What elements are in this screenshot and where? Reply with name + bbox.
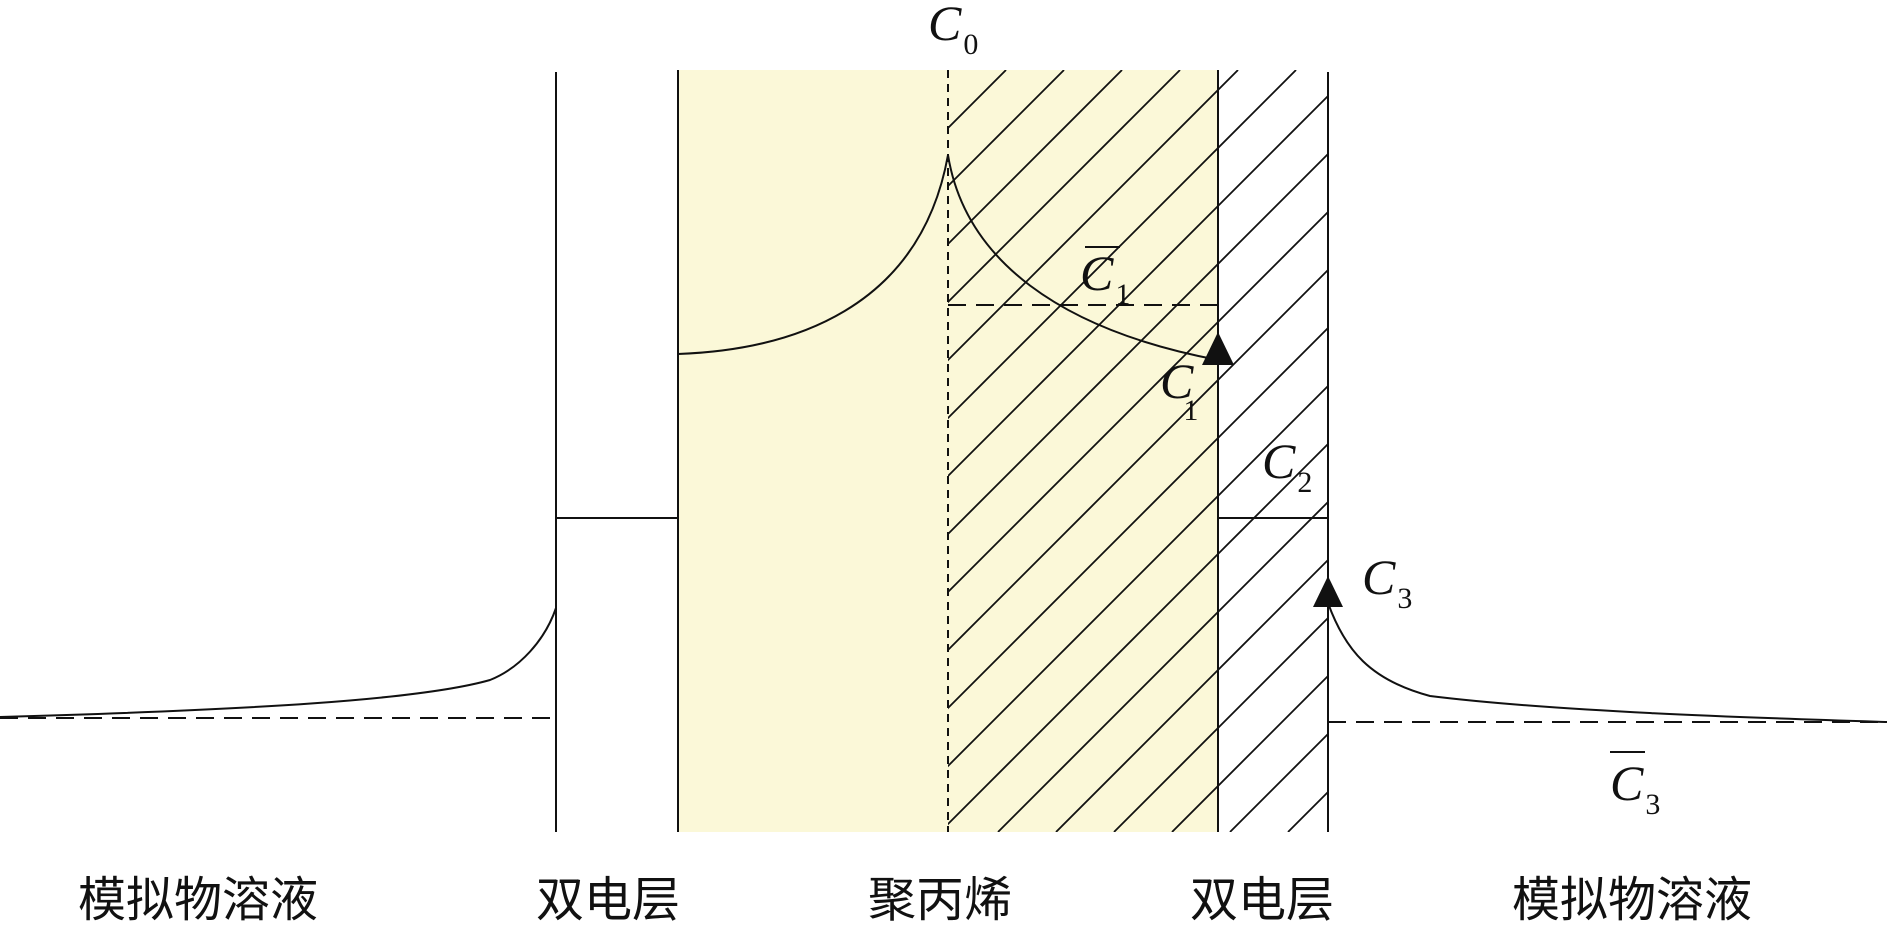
hatch-line bbox=[948, 152, 1328, 536]
hatch-line bbox=[948, 268, 1328, 652]
region-label-right-double-layer: 双电层 bbox=[1189, 872, 1335, 928]
right-solution-curve bbox=[1327, 602, 1887, 723]
hatch-line bbox=[1113, 616, 1328, 832]
hatch-line bbox=[948, 326, 1328, 710]
triangle-up-icon bbox=[1313, 576, 1343, 607]
region-label-polypropylene: 聚丙烯 bbox=[867, 872, 1013, 928]
hatch-line bbox=[948, 210, 1328, 594]
label-c1-mean: C1 bbox=[1080, 245, 1130, 311]
hatch-line bbox=[948, 442, 1328, 826]
hatch-line bbox=[948, 70, 1297, 420]
hatch-line bbox=[997, 500, 1328, 832]
hatch-line bbox=[1346, 70, 1887, 832]
hatched-diffusion-zone bbox=[948, 70, 1887, 832]
region-label-right-solution: 模拟物溶液 bbox=[1511, 872, 1753, 928]
hatch-line bbox=[948, 70, 1181, 304]
hatch-line bbox=[1055, 558, 1328, 832]
hatch-line bbox=[948, 94, 1328, 478]
hatch-line bbox=[948, 70, 1239, 362]
polymer-profile-left bbox=[677, 154, 949, 355]
left-solution-curve bbox=[0, 607, 557, 718]
label-c3-mean: C3 bbox=[1610, 755, 1660, 821]
region-label-left-double-layer: 双电层 bbox=[535, 872, 681, 928]
label-c3: C3 bbox=[1362, 549, 1412, 615]
polymer-profile-right bbox=[947, 154, 1219, 361]
hatch-line bbox=[1287, 790, 1328, 832]
region-label-left-solution: 模拟物溶液 bbox=[77, 872, 319, 928]
hatch-line bbox=[1171, 674, 1328, 832]
label-c0: C0 bbox=[928, 0, 978, 61]
triangle-up-icon bbox=[1202, 332, 1234, 365]
label-c2: C2 bbox=[1262, 433, 1312, 499]
hatch-line bbox=[948, 70, 1123, 246]
hatch-line bbox=[948, 384, 1328, 768]
